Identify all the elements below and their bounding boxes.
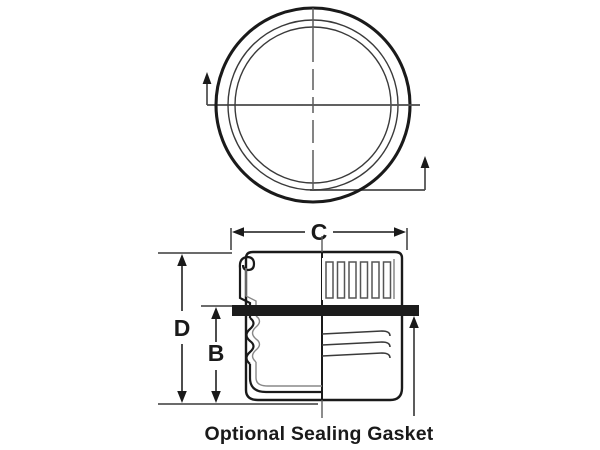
caption-label: Optional Sealing Gasket: [205, 423, 434, 445]
centerline-cross: [258, 8, 420, 190]
dimension-b: B: [201, 305, 243, 403]
cap-left-lip-hook: [238, 255, 322, 394]
thread-profile-left: [245, 317, 255, 365]
dimension-d-arrow-bottom: [177, 391, 187, 403]
section-arrow-left-head: [202, 72, 212, 84]
thread-profile-right: [321, 330, 391, 359]
dimension-c-arrow-right: [394, 227, 406, 237]
dimension-c: C: [230, 219, 408, 250]
dimension-c-label: C: [311, 219, 328, 245]
gasket-leader: [409, 316, 419, 416]
section-arrow-right-head: [420, 156, 430, 168]
cross-section-view: [232, 236, 419, 418]
sealing-gasket-band: [232, 305, 419, 316]
dimension-d: D: [158, 252, 318, 405]
dimension-b-arrow-bottom: [211, 391, 221, 403]
dimension-b-label: B: [208, 340, 225, 366]
dimension-b-arrow-top: [211, 307, 221, 319]
knurl-rib-panel: [322, 258, 396, 300]
dimension-c-arrow-left: [232, 227, 244, 237]
gasket-leader-arrow-head: [409, 316, 419, 328]
top-plan-view: [202, 6, 430, 204]
dimension-d-label: D: [174, 315, 191, 341]
dimension-d-arrow-top: [177, 254, 187, 266]
section-line-right: [310, 156, 430, 191]
